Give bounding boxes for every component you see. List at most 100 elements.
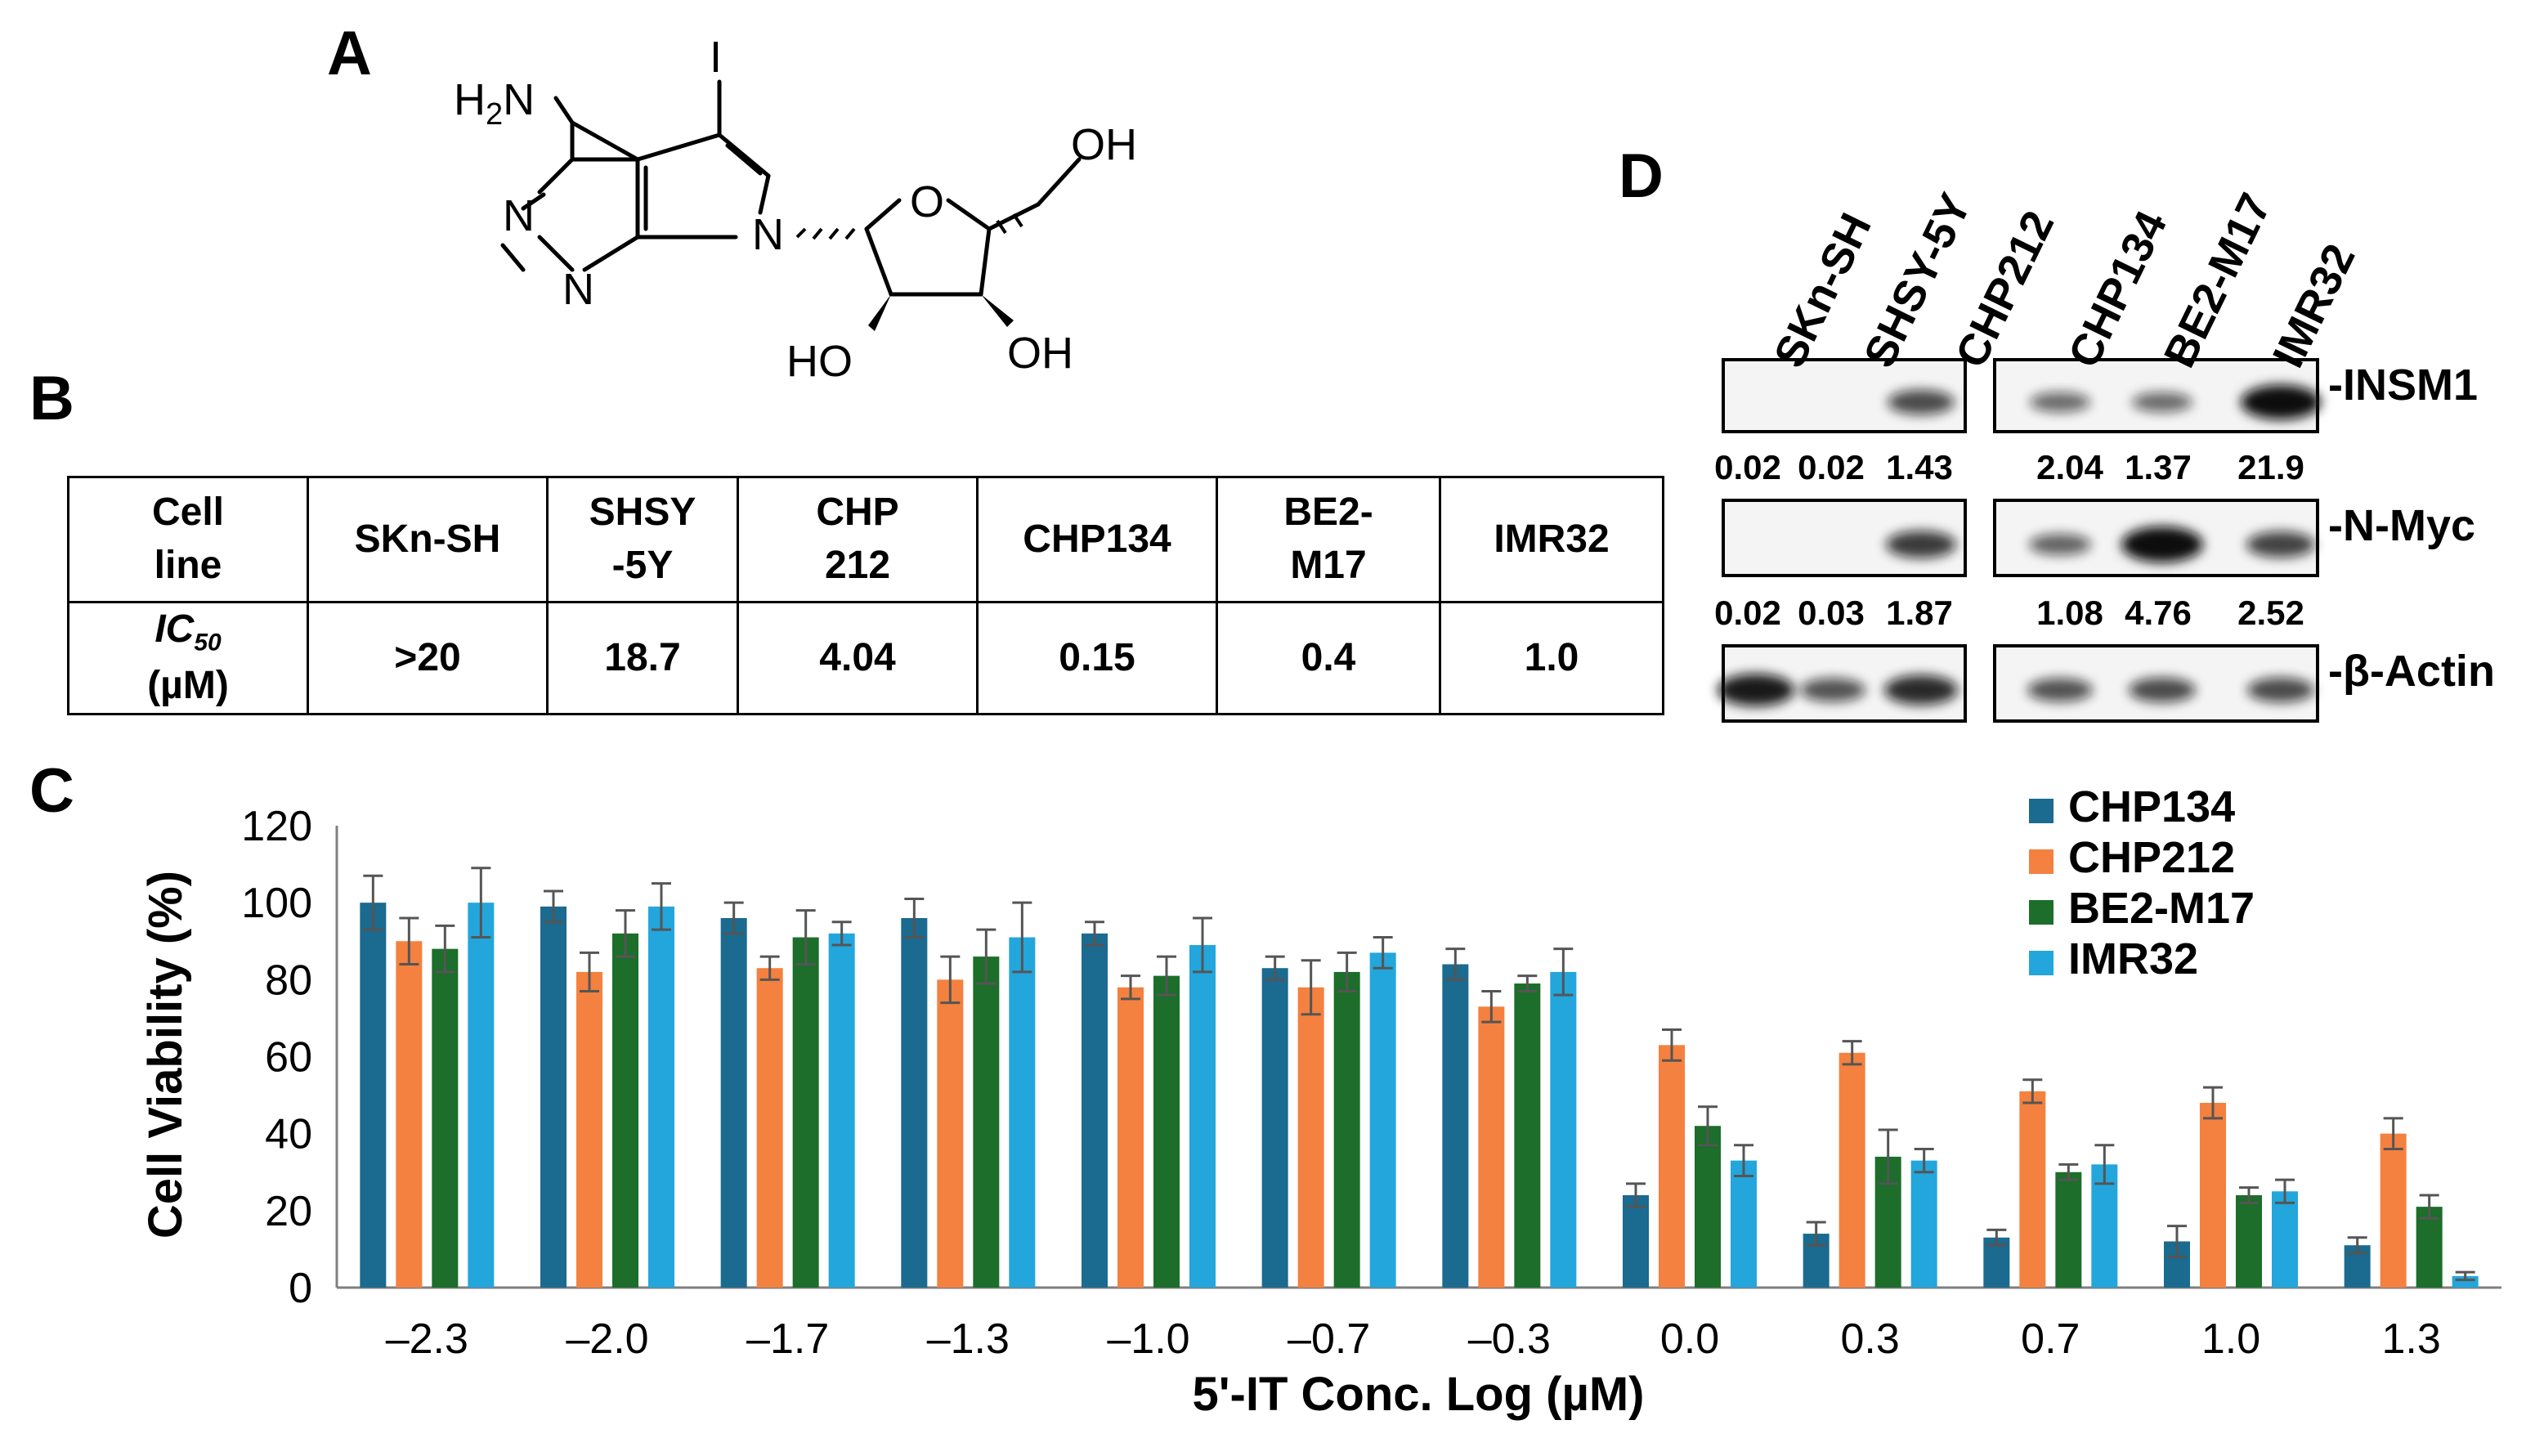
bar-imr32 <box>1910 1160 1937 1288</box>
bar-be2-m17 <box>1695 1126 1721 1288</box>
legend-label: CHP134 <box>2068 782 2235 831</box>
band-nmyc <box>2121 526 2203 562</box>
band-actin <box>2129 677 2196 703</box>
table-header-cell: SHSY -5Y <box>546 476 739 603</box>
header-line: M17 <box>1290 544 1367 587</box>
bar-chp134 <box>360 903 387 1288</box>
ic50-value-cell: 4.04 <box>737 601 979 715</box>
header-line: IMR32 <box>1494 517 1610 561</box>
x-tick-label: 0.3 <box>1841 1315 1900 1363</box>
bar-be2-m17 <box>973 956 1000 1288</box>
ic50-row-label: IC50(µM) <box>67 601 309 715</box>
header-line: BE2- <box>1283 491 1373 535</box>
y-tick-label: 80 <box>265 956 312 1004</box>
legend-swatch <box>2029 900 2053 925</box>
insm1-quant: 1.43 <box>1886 448 1953 486</box>
y-tick-label: 120 <box>241 803 312 850</box>
table-header-cell: BE2- M17 <box>1216 476 1441 603</box>
band-nmyc <box>1886 531 1956 558</box>
ic50-value-cell: 0.4 <box>1216 601 1441 715</box>
legend-label: BE2-M17 <box>2068 884 2255 933</box>
header-line: CHP134 <box>1023 517 1171 561</box>
y-tick-label: 20 <box>265 1188 312 1235</box>
bar-chp212 <box>1297 987 1324 1288</box>
x-tick-label: –0.7 <box>1288 1315 1370 1363</box>
band-actin <box>2027 678 2093 702</box>
band-actin <box>1884 674 1958 706</box>
panel-d-label: D <box>1619 141 1664 211</box>
legend-label: IMR32 <box>2068 934 2198 983</box>
header-line: Cell <box>151 491 225 535</box>
legend-swatch <box>2029 951 2053 975</box>
insm1-quant: 0.02 <box>1714 448 1781 486</box>
bar-chp134 <box>1623 1195 1649 1288</box>
ic50-value-cell: >20 <box>307 601 549 715</box>
bar-chp212 <box>1117 987 1144 1288</box>
bar-chp212 <box>1839 1052 1865 1288</box>
band-insm1 <box>1888 389 1955 415</box>
y-tick-label: 40 <box>265 1111 312 1158</box>
table-header-cell: SKn-SH <box>307 476 549 603</box>
insm1-quant: 2.04 <box>2036 448 2103 486</box>
table-header-cell: CHP 212 <box>737 476 979 603</box>
panel-c-label: C <box>29 756 74 826</box>
y-tick-label: 60 <box>265 1034 312 1082</box>
bar-imr32 <box>2091 1164 2118 1288</box>
bar-imr32 <box>1369 952 1396 1288</box>
band-nmyc <box>2246 531 2315 558</box>
band-label: -N-Myc <box>2328 501 2476 550</box>
ic50-table: Cell line SKn-SH SHSY -5Y CHP 212 CHP134 BE2- M17… <box>67 476 1664 715</box>
band-nmyc <box>2029 534 2091 555</box>
bar-be2-m17 <box>1333 971 1360 1288</box>
bar-be2-m17 <box>2055 1172 2082 1288</box>
bar-imr32 <box>1189 944 1216 1288</box>
header-line: 212 <box>824 544 891 587</box>
band-actin <box>1718 674 1794 706</box>
band-actin <box>2247 677 2314 703</box>
band-insm1 <box>2030 392 2090 413</box>
band-label: -β-Actin <box>2328 647 2495 696</box>
x-tick-label: 1.3 <box>2382 1315 2441 1363</box>
bar-chp212 <box>756 968 783 1288</box>
nmyc-quant: 0.03 <box>1798 594 1865 632</box>
x-tick-label: 0.0 <box>1660 1315 1719 1363</box>
bar-chp212 <box>396 941 423 1288</box>
header-line: -5Y <box>611 544 674 587</box>
table-header-cell: IMR32 <box>1439 476 1664 603</box>
header-line: SKn-SH <box>354 517 501 561</box>
legend-swatch <box>2029 849 2053 874</box>
bar-chp134 <box>720 918 747 1288</box>
y-axis-label: Cell Viability (%) <box>139 871 192 1239</box>
ic50-value-cell: 18.7 <box>546 601 739 715</box>
insm1-quant: 21.9 <box>2237 448 2304 486</box>
x-tick-label: –1.7 <box>746 1315 829 1363</box>
header-line: CHP <box>816 491 899 535</box>
table-header-cell: Cell line <box>67 476 309 603</box>
y-tick-label: 0 <box>289 1265 312 1312</box>
band-insm1 <box>2132 392 2192 413</box>
bar-be2-m17 <box>2416 1207 2443 1288</box>
band-actin <box>1800 678 1865 702</box>
insm1-quant: 0.02 <box>1798 448 1865 486</box>
x-tick-label: –1.3 <box>927 1315 1010 1363</box>
x-tick-label: –0.3 <box>1468 1315 1551 1363</box>
x-tick-label: –1.0 <box>1107 1315 1189 1363</box>
x-tick-label: –2.3 <box>386 1315 468 1363</box>
header-line: line <box>154 544 222 587</box>
insm1-quant: 1.37 <box>2125 448 2192 486</box>
bar-imr32 <box>1550 971 1577 1288</box>
bar-be2-m17 <box>432 948 459 1288</box>
bar-chp134 <box>1442 964 1469 1288</box>
bar-be2-m17 <box>1153 975 1180 1288</box>
header-line: SHSY <box>589 491 696 535</box>
bar-chp212 <box>2380 1133 2407 1288</box>
bar-be2-m17 <box>792 937 819 1288</box>
bar-be2-m17 <box>612 933 638 1288</box>
nmyc-quant: 1.87 <box>1886 594 1953 632</box>
x-tick-label: 1.0 <box>2201 1315 2260 1363</box>
bar-imr32 <box>1009 937 1036 1288</box>
bar-chp212 <box>576 971 602 1288</box>
nmyc-quant: 1.08 <box>2036 594 2103 632</box>
